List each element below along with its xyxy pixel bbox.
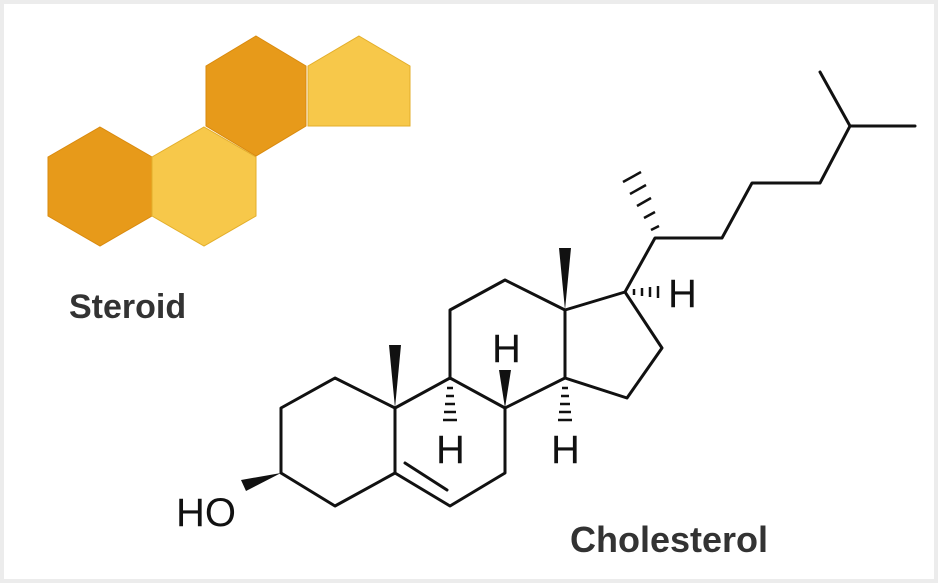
figure-panel: Steroid xyxy=(4,4,934,579)
h-c9-label: H xyxy=(436,428,465,472)
steroid-diagram-svg: Steroid xyxy=(47,35,917,560)
ring-b-bonds xyxy=(393,376,507,508)
cholesterol-structure xyxy=(279,70,917,508)
h-c8-label: H xyxy=(492,327,521,371)
ring-b xyxy=(151,126,257,247)
steroid-schematic xyxy=(47,35,411,247)
ring-d-bonds xyxy=(563,290,664,400)
c10-methyl-wedge xyxy=(389,345,401,408)
cholesterol-label: Cholesterol xyxy=(570,519,768,560)
c17-h-hash xyxy=(632,286,660,298)
side-chain-branch xyxy=(818,70,852,128)
c9-h-hash xyxy=(443,386,457,422)
side-chain xyxy=(623,124,917,294)
steroid-label: Steroid xyxy=(69,288,186,326)
ring-c xyxy=(205,35,307,157)
c13-methyl-wedge xyxy=(559,248,571,310)
ring-a xyxy=(47,126,153,247)
ring-d xyxy=(307,35,411,127)
c20-methyl-hash xyxy=(622,170,660,232)
hydroxyl-label: HO xyxy=(176,491,236,535)
h-c14-label: H xyxy=(551,428,580,472)
ring-c-bonds xyxy=(448,278,567,410)
ring-a-bonds xyxy=(279,376,397,508)
hashed-bonds xyxy=(443,170,660,422)
wedge-bonds xyxy=(241,248,571,491)
double-bond xyxy=(403,461,449,492)
c8-h-wedge xyxy=(499,370,511,408)
c3-oh-wedge xyxy=(241,473,281,491)
h-c17-label: H xyxy=(668,272,697,316)
c14-h-hash xyxy=(558,386,572,422)
